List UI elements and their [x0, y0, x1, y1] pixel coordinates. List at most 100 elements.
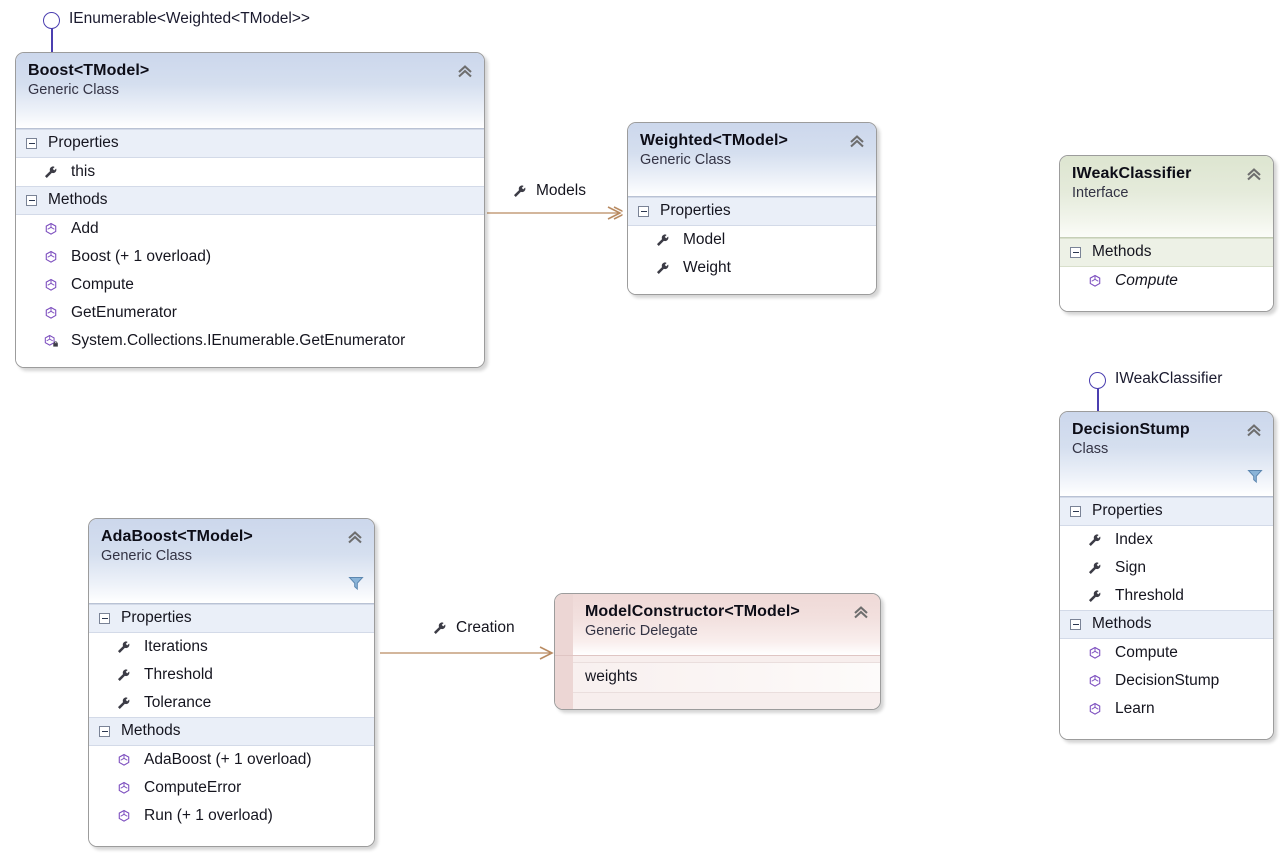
node-title: AdaBoost<TModel>	[101, 528, 253, 545]
chevron-double-up-icon[interactable]	[1245, 166, 1263, 182]
member-label: Sign	[1115, 559, 1147, 577]
member-row[interactable]: Learn	[1060, 695, 1273, 724]
member-row[interactable]: Tolerance	[89, 689, 374, 718]
lollipop-label: IEnumerable<Weighted<TModel>>	[69, 10, 310, 27]
method-cube-icon	[42, 250, 59, 264]
section-header-properties[interactable]: Properties	[16, 129, 484, 158]
section-header-methods[interactable]: Methods	[1060, 238, 1273, 267]
node-stereotype: Class	[1072, 441, 1109, 458]
funnel-filter-icon[interactable]	[348, 575, 364, 591]
member-label: Compute	[1115, 644, 1178, 662]
node-stereotype: Generic Class	[101, 548, 193, 565]
collapse-minus-icon[interactable]	[26, 137, 37, 149]
property-wrench-icon	[115, 640, 132, 655]
class-node-modelconstructor[interactable]: ModelConstructor<TModel> Generic Delegat…	[554, 593, 881, 710]
section-label: Properties	[48, 134, 119, 151]
node-header: ModelConstructor<TModel> Generic Delegat…	[555, 594, 880, 656]
property-wrench-icon	[654, 233, 671, 248]
method-cube-icon	[42, 306, 59, 320]
decisionstump-interface-lollipop[interactable]: IWeakClassifier	[1085, 370, 1223, 414]
class-node-weighted[interactable]: Weighted<TModel> Generic Class Propertie…	[627, 122, 877, 296]
collapse-minus-icon[interactable]	[99, 725, 110, 737]
member-label: this	[71, 163, 96, 180]
class-node-decisionstump[interactable]: DecisionStump Class Properties Index S	[1059, 411, 1274, 741]
section-label: Methods	[48, 191, 108, 209]
chevron-double-up-icon[interactable]	[848, 133, 866, 149]
property-wrench-icon	[512, 184, 527, 199]
member-label: ComputeError	[144, 779, 242, 797]
method-cube-icon	[1086, 274, 1103, 288]
member-row[interactable]: Compute	[1060, 267, 1273, 296]
link-label-text: Creation	[456, 619, 515, 636]
collapse-minus-icon[interactable]	[26, 194, 37, 206]
property-wrench-icon	[1086, 533, 1103, 548]
property-wrench-icon	[115, 696, 132, 711]
method-cube-icon	[115, 753, 132, 767]
class-node-iweakclassifier[interactable]: IWeakClassifier Interface Methods Comput…	[1059, 155, 1274, 313]
node-header: AdaBoost<TModel> Generic Class	[89, 519, 374, 604]
member-label: Model	[683, 231, 726, 248]
member-row[interactable]: Run (+ 1 overload)	[89, 802, 374, 831]
member-row[interactable]: AdaBoost (+ 1 overload)	[89, 746, 374, 775]
property-wrench-icon	[1086, 561, 1103, 576]
lollipop-stem	[1085, 372, 1111, 414]
method-cube-icon	[1086, 702, 1103, 716]
section-header-properties[interactable]: Properties	[628, 197, 876, 226]
section-label: Properties	[121, 609, 192, 626]
boost-interface-lollipop[interactable]: IEnumerable<Weighted<TModel>>	[39, 10, 310, 54]
member-row[interactable]: ComputeError	[89, 774, 374, 803]
section-header-methods[interactable]: Methods	[1060, 610, 1273, 640]
chevron-double-up-icon[interactable]	[456, 63, 474, 79]
method-cube-icon	[42, 278, 59, 292]
section-header-properties[interactable]: Properties	[89, 604, 374, 633]
member-row[interactable]: Add	[16, 215, 484, 244]
lollipop-circle-icon	[1089, 372, 1106, 389]
class-node-boost[interactable]: Boost<TModel> Generic Class Properties t…	[15, 52, 485, 369]
chevron-double-up-icon[interactable]	[346, 529, 364, 545]
member-row[interactable]: Index	[1060, 526, 1273, 555]
member-row[interactable]: Compute	[1060, 639, 1273, 668]
member-label: Compute	[1115, 272, 1178, 289]
chevron-double-up-icon[interactable]	[852, 604, 870, 620]
node-header: Boost<TModel> Generic Class	[16, 53, 484, 129]
member-row[interactable]: GetEnumerator	[16, 299, 484, 328]
property-wrench-icon	[42, 165, 59, 180]
member-row[interactable]: this	[16, 158, 484, 187]
collapse-minus-icon[interactable]	[1070, 618, 1081, 630]
node-stereotype: Interface	[1072, 185, 1129, 202]
section-label: Methods	[1092, 615, 1152, 633]
node-title: ModelConstructor<TModel>	[585, 603, 800, 620]
member-row[interactable]: Sign	[1060, 554, 1273, 583]
property-wrench-icon	[1086, 589, 1103, 604]
member-row[interactable]: Iterations	[89, 633, 374, 662]
collapse-minus-icon[interactable]	[1070, 246, 1081, 258]
member-row[interactable]: Model	[628, 226, 876, 255]
property-wrench-icon	[432, 621, 447, 636]
member-row[interactable]: Threshold	[1060, 582, 1273, 611]
section-header-properties[interactable]: Properties	[1060, 497, 1273, 526]
class-node-adaboost[interactable]: AdaBoost<TModel> Generic Class Propertie…	[88, 518, 375, 848]
member-row[interactable]: System.Collections.IEnumerable.GetEnumer…	[16, 327, 484, 356]
member-row[interactable]: DecisionStump	[1060, 667, 1273, 696]
node-stereotype: Generic Delegate	[585, 623, 698, 640]
lollipop-label: IWeakClassifier	[1115, 370, 1223, 387]
member-row[interactable]: Boost (+ 1 overload)	[16, 243, 484, 272]
parameter-row[interactable]: weights	[573, 662, 880, 693]
parameter-label: weights	[585, 668, 638, 685]
collapse-minus-icon[interactable]	[99, 612, 110, 624]
section-header-methods[interactable]: Methods	[16, 186, 484, 216]
funnel-filter-icon[interactable]	[1247, 468, 1263, 484]
member-row[interactable]: Threshold	[89, 661, 374, 690]
collapse-minus-icon[interactable]	[638, 205, 649, 217]
node-title: IWeakClassifier	[1072, 165, 1192, 182]
member-row[interactable]: Compute	[16, 271, 484, 300]
member-label: Boost (+ 1 overload)	[71, 248, 212, 266]
link-label-creation: Creation	[432, 619, 515, 637]
property-wrench-icon	[654, 261, 671, 276]
collapse-minus-icon[interactable]	[1070, 505, 1081, 517]
section-header-methods[interactable]: Methods	[89, 717, 374, 747]
method-cube-icon	[42, 222, 59, 236]
member-row[interactable]: Weight	[628, 254, 876, 283]
chevron-double-up-icon[interactable]	[1245, 422, 1263, 438]
method-cube-icon	[115, 809, 132, 823]
